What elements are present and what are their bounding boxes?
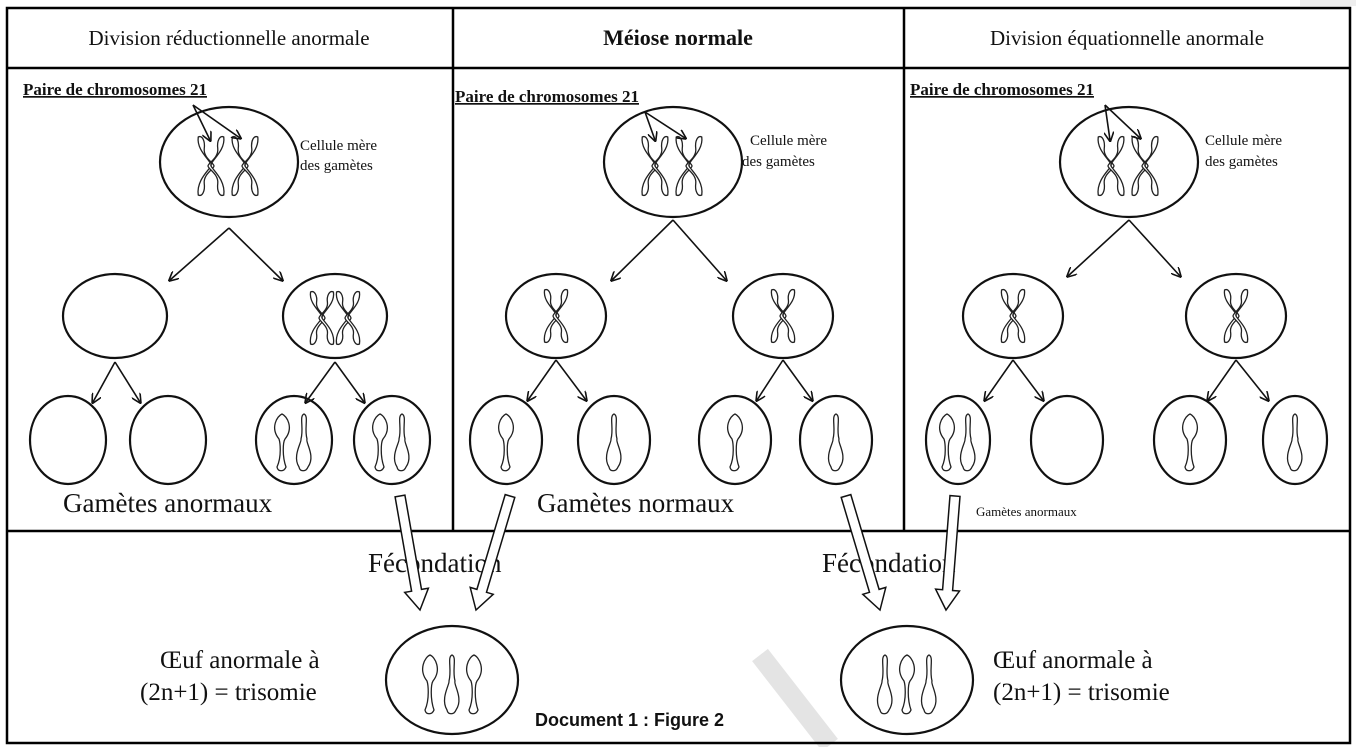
gametes-abnormal-label-left: Gamètes anormaux <box>63 488 273 518</box>
chromosome-icon <box>466 654 482 715</box>
chromosome-icon <box>1182 413 1198 472</box>
chromosome-icon <box>543 288 569 344</box>
gamete-empty <box>28 394 108 486</box>
chromosome-icon <box>920 654 937 715</box>
arrow-icon <box>93 361 116 402</box>
chromosome-icon <box>274 413 290 472</box>
chromosome-icon <box>876 654 893 715</box>
fecondation-arrow <box>840 493 887 612</box>
pair-pointer-arrow <box>192 104 210 140</box>
chromosome-icon <box>605 413 622 472</box>
gamete-two-chromatids <box>254 394 334 486</box>
chromosome-icon <box>727 413 743 472</box>
gametes-abnormal-label-right: Gamètes anormaux <box>976 504 1077 519</box>
chromosome-icon <box>422 654 438 715</box>
cell-empty <box>61 272 169 360</box>
chromosome-icon <box>1097 135 1125 197</box>
fecondation-arrow <box>394 494 430 612</box>
mother-cell-label-right-1: Cellule mère <box>1205 133 1282 149</box>
arrow-icon <box>334 361 364 402</box>
arrow-icon <box>306 361 336 402</box>
pair-pointer-arrow <box>644 111 655 140</box>
watermark-stroke <box>752 648 838 747</box>
fecondation-arrow <box>469 493 516 612</box>
header-left: Division réductionnelle anormale <box>88 26 369 50</box>
chromosome-icon <box>1286 413 1303 472</box>
chromosome-icon <box>231 135 259 197</box>
arrow-icon <box>555 359 586 400</box>
oeuf-label-right-2: (2n+1) = trisomie <box>993 679 1170 706</box>
arrow-icon <box>1208 359 1237 400</box>
chromosome-icon <box>197 135 225 197</box>
arrow-icon <box>1235 359 1268 400</box>
chromosome-icon <box>675 135 703 197</box>
pair-pointer-arrow <box>1104 104 1140 138</box>
gamete-two-chromatids <box>352 394 432 486</box>
chromosome-icon <box>899 654 915 715</box>
arrows-layer <box>93 104 1268 402</box>
pair-label-middle: Paire de chromosomes 21 <box>455 87 639 106</box>
pair-label-right: Paire de chromosomes 21 <box>910 80 1094 99</box>
header-middle: Méiose normale <box>603 25 753 50</box>
cell-with-pair <box>281 272 389 360</box>
mother-cell-label-middle-1: Cellule mère <box>750 133 827 149</box>
chromosome-icon <box>641 135 669 197</box>
oeuf-label-left-1: Œuf anormale à <box>160 647 320 674</box>
chromosome-icon <box>498 413 514 472</box>
arrow-icon <box>985 359 1014 400</box>
arrow-icon <box>528 359 557 400</box>
fecondation-arrow <box>934 494 961 612</box>
chromosome-icon <box>372 413 388 472</box>
mother-cell-left <box>158 105 300 219</box>
chromosome-icon <box>1223 288 1249 344</box>
arrow-icon <box>1068 219 1130 276</box>
chromosome-icon <box>827 413 844 472</box>
pair-label-left: Paire de chromosomes 21 <box>23 80 207 99</box>
gamete-empty <box>1029 394 1105 486</box>
chromosome-icon <box>939 413 955 472</box>
mother-cell-label-right-2: des gamètes <box>1205 154 1278 170</box>
cells-layer <box>28 105 1329 736</box>
chromosome-icon <box>295 413 312 472</box>
chromosome-icon <box>335 290 361 346</box>
gamete-two-chromatids <box>924 394 992 486</box>
outer-frame <box>5 6 1352 745</box>
fecondation-label-left: Fécondation <box>368 548 502 578</box>
arrow-icon <box>228 227 282 280</box>
mother-cell-right <box>1058 105 1200 219</box>
arrow-icon <box>757 359 784 400</box>
arrow-icon <box>170 227 230 280</box>
arrow-icon <box>672 219 726 280</box>
mother-cell-label-left-1: Cellule mère <box>300 138 377 154</box>
fecondation-arrows-layer <box>394 493 961 612</box>
chromosome-icon <box>959 413 976 472</box>
arrow-icon <box>114 361 140 402</box>
chromosome-icon <box>393 413 410 472</box>
pair-pointer-arrow <box>644 111 685 138</box>
top-right-watermark <box>1300 0 1356 6</box>
chromosome-icon <box>1000 288 1026 344</box>
document-caption: Document 1 : Figure 2 <box>535 710 724 730</box>
fecondation-label-right: Fécondation <box>822 548 956 578</box>
header-right: Division équationnelle anormale <box>990 26 1264 50</box>
arrow-icon <box>612 219 674 280</box>
mother-cell-middle <box>602 105 744 219</box>
pair-pointer-arrow <box>192 104 240 138</box>
mother-cell-label-middle-2: des gamètes <box>742 154 815 170</box>
oeuf-label-right-1: Œuf anormale à <box>993 647 1153 674</box>
chromosome-icon <box>309 290 335 346</box>
chromosome-icon <box>770 288 796 344</box>
chromosome-icon <box>1131 135 1159 197</box>
mother-cell-label-left-2: des gamètes <box>300 158 373 174</box>
chromosome-icon <box>443 654 460 715</box>
oeuf-label-left-2: (2n+1) = trisomie <box>140 679 317 706</box>
pair-pointer-arrow <box>1105 104 1110 140</box>
arrow-icon <box>782 359 812 400</box>
arrow-icon <box>1012 359 1043 400</box>
gametes-normal-label: Gamètes normaux <box>537 488 735 518</box>
arrow-icon <box>1128 219 1180 276</box>
gamete-empty <box>128 394 208 486</box>
